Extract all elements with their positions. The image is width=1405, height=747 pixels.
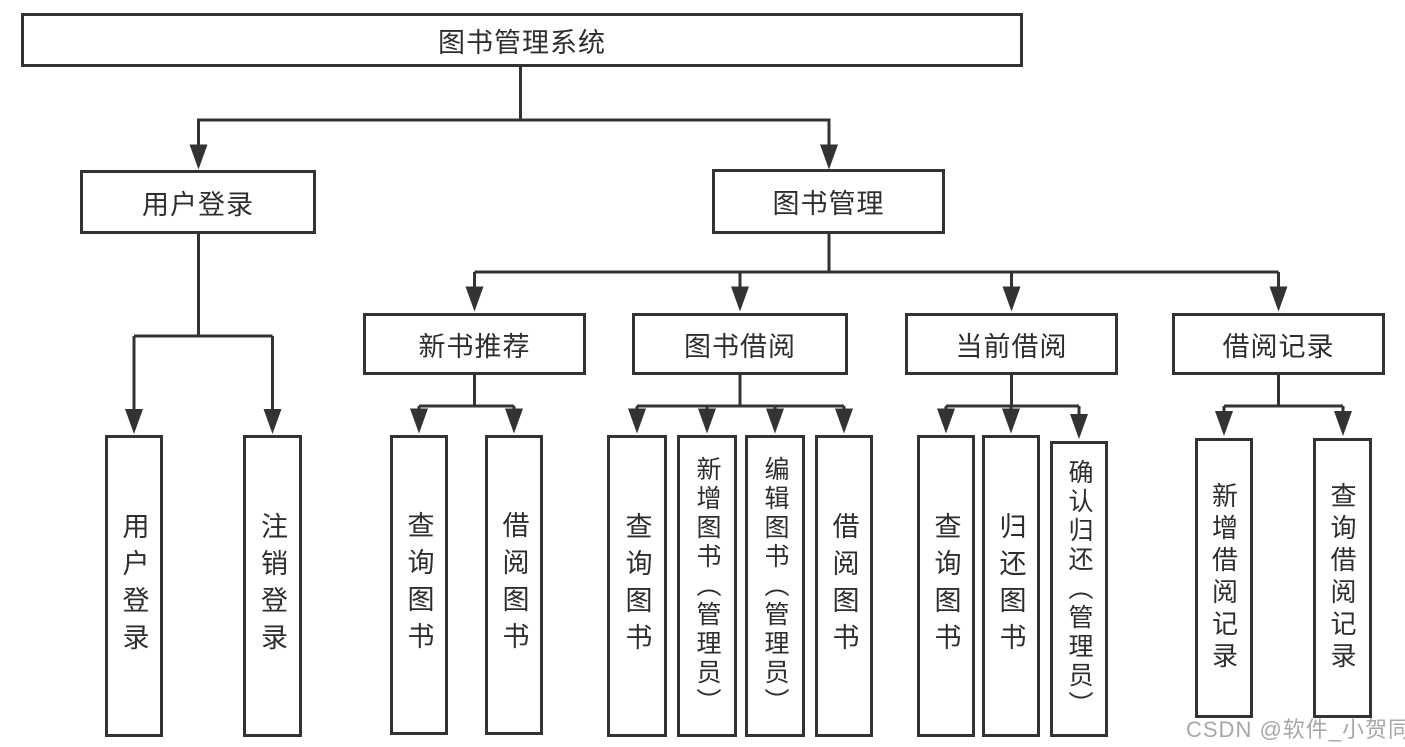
leaf-query-borrow-record-label: 查询借阅记录 [1327, 482, 1357, 674]
leaf-add-book-admin: 新增图书（管理员） [677, 435, 737, 737]
leaf-add-book-admin-label: 新增图书（管理员） [693, 455, 721, 717]
leaf-query-books-current: 查询图书 [917, 435, 975, 737]
leaf-return-books: 归还图书 [982, 435, 1040, 737]
leaf-add-borrow-record: 新增借阅记录 [1195, 438, 1253, 718]
leaf-query-books-current-label: 查询图书 [930, 512, 961, 660]
leaf-query-borrow-record: 查询借阅记录 [1313, 438, 1372, 718]
leaf-query-books-borrowing: 查询图书 [607, 435, 667, 737]
leaf-query-books-recommend-label: 查询图书 [403, 511, 434, 659]
leaf-query-books-borrowing-label: 查询图书 [621, 512, 652, 660]
leaf-query-books-recommend: 查询图书 [390, 435, 448, 735]
node-borrowing-records: 借阅记录 [1172, 313, 1385, 375]
leaf-borrow-books-borrowing-label: 借阅图书 [828, 512, 859, 660]
node-user-login: 用户登录 [80, 170, 316, 234]
arrow-down-icon [1070, 414, 1088, 439]
arrow-down-icon [505, 408, 523, 434]
node-book-management: 图书管理 [712, 169, 945, 234]
leaf-logout-label: 注销登录 [257, 512, 287, 660]
arrow-down-icon [820, 144, 838, 170]
node-book-borrowing-label: 图书借阅 [684, 331, 796, 362]
arrow-down-icon [1002, 408, 1020, 434]
node-borrowing-records-label: 借阅记录 [1222, 331, 1335, 362]
node-current-borrowing-label: 当前借阅 [955, 331, 1068, 362]
leaf-user-login-label: 用户登录 [118, 512, 149, 660]
node-root-label: 图书管理系统 [438, 27, 606, 58]
leaf-user-login: 用户登录 [105, 435, 163, 737]
arrow-down-icon [465, 286, 484, 312]
arrow-down-icon [125, 409, 143, 434]
node-root: 图书管理系统 [21, 13, 1023, 67]
arrow-down-icon [1215, 411, 1233, 436]
leaf-add-borrow-record-label: 新增借阅记录 [1208, 482, 1239, 674]
node-new-book-recommend-label: 新书推荐 [418, 331, 531, 362]
leaf-borrow-books-borrowing: 借阅图书 [815, 435, 873, 737]
arrow-down-icon [410, 408, 428, 434]
arrow-down-icon [263, 409, 282, 434]
node-book-management-label: 图书管理 [772, 189, 885, 219]
arrow-down-icon [1269, 286, 1288, 312]
leaf-logout: 注销登录 [243, 435, 302, 737]
node-new-book-recommend: 新书推荐 [363, 313, 586, 375]
leaf-confirm-return-admin-label: 确认归还（管理员） [1065, 458, 1093, 720]
node-current-borrowing: 当前借阅 [905, 313, 1118, 375]
arrow-down-icon [937, 408, 955, 434]
node-user-login-label: 用户登录 [142, 189, 254, 220]
leaf-edit-book-admin: 编辑图书（管理员） [745, 435, 805, 737]
leaf-confirm-return-admin: 确认归还（管理员） [1050, 441, 1108, 737]
arrow-down-icon [1334, 411, 1352, 436]
arrow-down-icon [731, 286, 749, 312]
leaf-edit-book-admin-label: 编辑图书（管理员） [761, 455, 789, 717]
arrow-down-icon [628, 408, 646, 434]
leaf-borrow-books-recommend: 借阅图书 [485, 435, 543, 735]
leaf-borrow-books-recommend-label: 借阅图书 [498, 511, 529, 659]
arrow-down-icon [189, 144, 208, 170]
leaf-return-books-label: 归还图书 [995, 512, 1026, 660]
arrow-down-icon [698, 408, 716, 434]
csdn-watermark: CSDN @软件_小贺同学 [1186, 717, 1405, 742]
arrow-down-icon [1002, 286, 1021, 312]
node-book-borrowing: 图书借阅 [632, 313, 848, 375]
arrow-down-icon [835, 408, 853, 434]
arrow-down-icon [766, 408, 784, 434]
